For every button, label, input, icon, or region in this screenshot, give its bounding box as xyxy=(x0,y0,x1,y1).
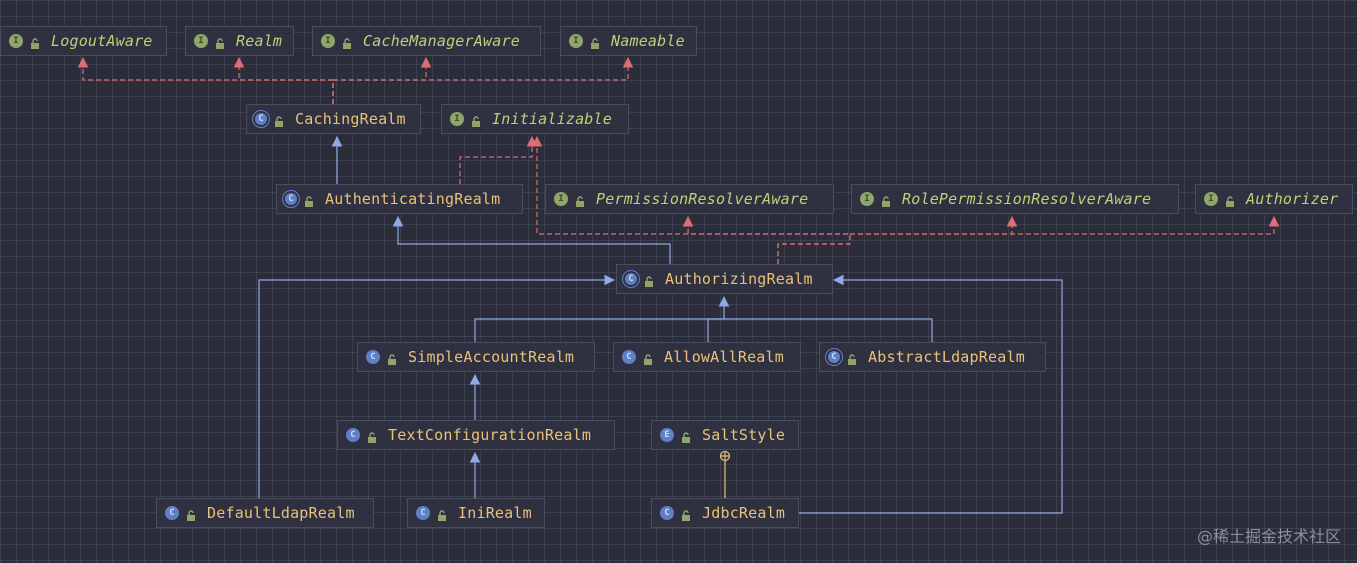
node-label: AuthenticatingRealm xyxy=(325,190,501,208)
edge-jdbcrealm-authorizingrealm xyxy=(799,274,1063,514)
node-defaultldaprealm[interactable]: C DefaultLdapRealm xyxy=(156,498,374,528)
interface-icon: I xyxy=(450,112,464,126)
edge-authorizingrealm-authenticatingrealm xyxy=(392,215,671,264)
lock-icon xyxy=(185,507,199,521)
edge-defaultldaprealm-authorizingrealm xyxy=(258,274,616,498)
interface-icon: I xyxy=(569,34,583,48)
edge-cachingrealm-cachemanageraware xyxy=(332,56,432,104)
lock-icon xyxy=(574,193,588,207)
node-nameable[interactable]: I Nameable xyxy=(560,26,697,56)
node-authenticatingrealm[interactable]: C AuthenticatingRealm xyxy=(276,184,523,214)
node-initializable[interactable]: I Initializable xyxy=(441,104,629,134)
lock-icon xyxy=(642,351,656,365)
node-label: AbstractLdapRealm xyxy=(868,348,1025,366)
abstract-class-icon: C xyxy=(255,113,267,125)
edge-authorizingrealm-authorizer xyxy=(850,215,1280,235)
abstract-class-icon: C xyxy=(828,351,840,363)
edge-authorizingrealm-permissionresolveraware xyxy=(682,215,851,264)
lock-icon xyxy=(214,35,228,49)
node-label: AllowAllRealm xyxy=(664,348,784,366)
node-label: CacheManagerAware xyxy=(363,32,520,50)
node-jdbcrealm[interactable]: C JdbcRealm xyxy=(651,498,799,528)
node-label: RolePermissionResolverAware xyxy=(902,190,1152,208)
node-simpleaccountrealm[interactable]: C SimpleAccountRealm xyxy=(357,342,595,372)
edge-allowallrealm-authorizingrealm xyxy=(707,318,724,342)
lock-icon xyxy=(643,273,657,287)
node-allowallrealm[interactable]: C AllowAllRealm xyxy=(613,342,801,372)
node-label: JdbcRealm xyxy=(702,504,786,522)
lock-icon xyxy=(436,507,450,521)
edge-cachingrealm-nameable xyxy=(332,56,634,104)
class-icon: C xyxy=(416,506,430,520)
node-label: SaltStyle xyxy=(702,426,786,444)
node-label: DefaultLdapRealm xyxy=(207,504,355,522)
abstract-class-icon: C xyxy=(625,273,637,285)
lock-icon xyxy=(589,35,603,49)
interface-icon: I xyxy=(9,34,23,48)
edge-cachingrealm-realm xyxy=(233,56,334,104)
lock-icon xyxy=(846,351,860,365)
lock-icon xyxy=(273,113,287,127)
lock-icon xyxy=(29,35,43,49)
lock-icon xyxy=(386,351,400,365)
class-icon: C xyxy=(622,350,636,364)
node-label: LogoutAware xyxy=(51,32,153,50)
lock-icon xyxy=(680,507,694,521)
node-label: AuthorizingRealm xyxy=(665,270,813,288)
node-realm[interactable]: I Realm xyxy=(185,26,294,56)
edge-authorizingrealm-rolepermissionresolveraware xyxy=(850,215,1018,235)
node-logoutaware[interactable]: I LogoutAware xyxy=(0,26,167,56)
node-label: CachingRealm xyxy=(295,110,406,128)
node-saltstyle[interactable]: E SaltStyle xyxy=(651,420,799,450)
abstract-class-icon: C xyxy=(285,193,297,205)
class-icon: C xyxy=(346,428,360,442)
node-label: TextConfigurationRealm xyxy=(388,426,592,444)
lock-icon xyxy=(341,35,355,49)
node-cachemanageraware[interactable]: I CacheManagerAware xyxy=(312,26,541,56)
node-label: Realm xyxy=(236,32,283,50)
class-icon: C xyxy=(165,506,179,520)
lock-icon xyxy=(366,429,380,443)
node-label: SimpleAccountRealm xyxy=(408,348,575,366)
class-icon: C xyxy=(366,350,380,364)
interface-icon: I xyxy=(860,192,874,206)
inner-class-marker xyxy=(719,450,731,462)
node-permissionresolveraware[interactable]: I PermissionResolverAware xyxy=(545,184,834,214)
class-icon: C xyxy=(660,506,674,520)
node-cachingrealm[interactable]: C CachingRealm xyxy=(246,104,421,134)
lock-icon xyxy=(880,193,894,207)
enum-icon: E xyxy=(660,428,674,442)
interface-icon: I xyxy=(554,192,568,206)
lock-icon xyxy=(1224,193,1238,207)
node-label: Authorizer xyxy=(1246,190,1339,208)
interface-icon: I xyxy=(1204,192,1218,206)
edge-cachingrealm-logoutaware xyxy=(77,56,334,104)
edge-simpleaccountrealm-authorizingrealm xyxy=(474,295,730,342)
lock-icon xyxy=(303,193,317,207)
edge-abstractldaprealm-authorizingrealm xyxy=(724,318,933,342)
lock-icon xyxy=(470,113,484,127)
edge-authenticatingrealm-initializable xyxy=(459,135,538,184)
node-label: PermissionResolverAware xyxy=(596,190,809,208)
lock-icon xyxy=(680,429,694,443)
node-textconfigurationrealm[interactable]: C TextConfigurationRealm xyxy=(337,420,615,450)
node-inirealm[interactable]: C IniRealm xyxy=(407,498,545,528)
interface-icon: I xyxy=(194,34,208,48)
node-label: IniRealm xyxy=(458,504,532,522)
node-authorizer[interactable]: I Authorizer xyxy=(1195,184,1353,214)
node-rolepermissionresolveraware[interactable]: I RolePermissionResolverAware xyxy=(851,184,1179,214)
node-label: Nameable xyxy=(611,32,685,50)
interface-icon: I xyxy=(321,34,335,48)
node-authorizingrealm[interactable]: C AuthorizingRealm xyxy=(616,264,833,294)
watermark: @稀土掘金技术社区 xyxy=(1196,527,1341,546)
node-abstractldaprealm[interactable]: C AbstractLdapRealm xyxy=(819,342,1046,372)
node-label: Initializable xyxy=(492,110,612,128)
